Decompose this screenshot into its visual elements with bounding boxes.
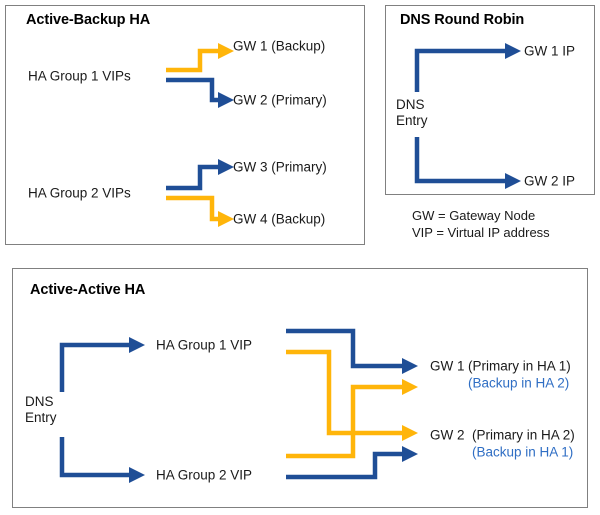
panel-active-backup-title: Active-Backup HA: [26, 12, 151, 28]
panel-dns-round-robin-title: DNS Round Robin: [400, 12, 525, 28]
legend-vip: VIP = Virtual IP address: [412, 225, 550, 240]
node-gw-1-backup-note: (Backup in HA 2): [468, 375, 570, 391]
node-dns-entry-rr-line2: Entry: [396, 113, 428, 128]
panel-active-active-title: Active-Active HA: [30, 282, 146, 298]
node-dns-entry-aa-line1: DNS: [25, 394, 54, 409]
node-gw-2-ip: GW 2 IP: [524, 173, 576, 189]
node-gw-3-primary: GW 3 (Primary): [233, 159, 327, 175]
node-dns-entry-rr-line1: DNS: [396, 97, 425, 112]
node-gw-1-backup: GW 1 (Backup): [233, 38, 326, 54]
node-gw-2-primary-note: (Primary in HA 2): [472, 427, 575, 443]
node-dns-entry-aa-line2: Entry: [25, 410, 57, 425]
node-gw-2-name: GW 2: [430, 427, 465, 443]
node-ha-group-2-vips: HA Group 2 VIPs: [28, 185, 131, 201]
node-gw-1-ip: GW 1 IP: [524, 43, 576, 59]
node-ha-group-1-vips: HA Group 1 VIPs: [28, 68, 131, 84]
legend-gw: GW = Gateway Node: [412, 208, 536, 223]
node-gw-4-backup: GW 4 (Backup): [233, 211, 326, 227]
node-ha-group-1-vip: HA Group 1 VIP: [156, 337, 253, 353]
node-gw-2-backup-note: (Backup in HA 1): [472, 444, 574, 460]
node-gw-1-name: GW 1: [430, 358, 465, 374]
node-gw-1-primary-note: (Primary in HA 1): [468, 358, 571, 374]
node-ha-group-2-vip: HA Group 2 VIP: [156, 467, 253, 483]
node-gw-2-primary: GW 2 (Primary): [233, 92, 327, 108]
